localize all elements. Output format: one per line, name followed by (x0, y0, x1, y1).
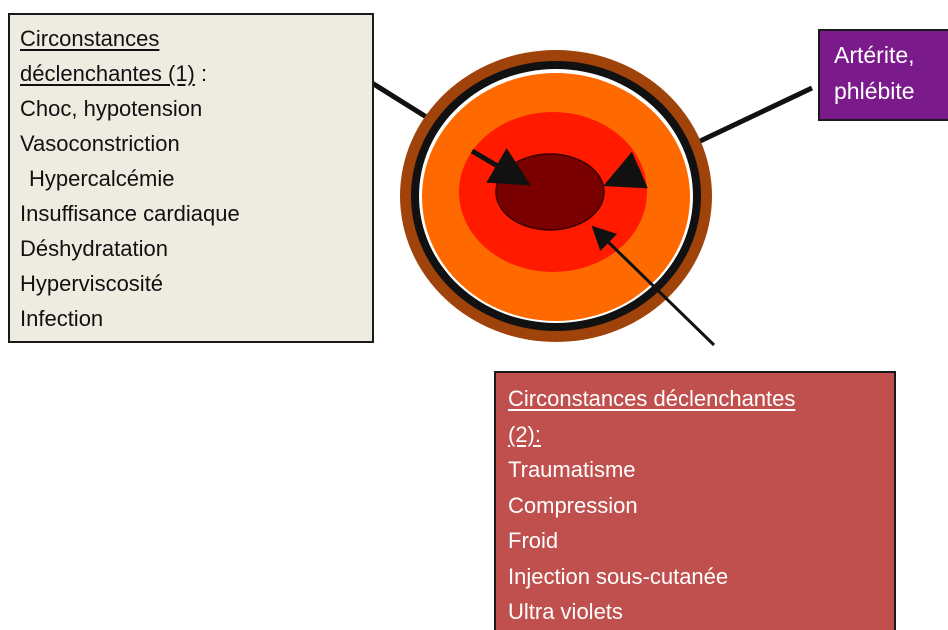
arteritis-box: Artérite, phlébite (818, 29, 948, 121)
triggers-1-item: Hyperviscosité (20, 266, 362, 301)
triggers-2-title-line1: Circonstances déclenchantes (508, 381, 882, 417)
triggers-2-item: Froid (508, 523, 882, 559)
triggers-1-title-line1: Circonstances (20, 21, 362, 56)
arteritis-line1: Artérite, (834, 37, 948, 73)
triggers-1-item: Infection (20, 301, 362, 336)
triggers-1-title-line2: déclenchantes (1) (20, 61, 195, 86)
triggers-1-item: Choc, hypotension (20, 91, 362, 126)
triggers-box-2: Circonstances déclenchantes (2): Traumat… (494, 371, 896, 630)
triggers-box-1: Circonstances déclenchantes (1) : Choc, … (8, 13, 374, 343)
triggers-2-title-line2: (2): (508, 417, 882, 453)
triggers-1-item: Hypercalcémie (20, 161, 362, 196)
triggers-1-item: Insuffisance cardiaque (20, 196, 362, 231)
triggers-2-item: Injection sous-cutanée (508, 559, 882, 595)
triggers-1-title-suffix: : (195, 61, 207, 86)
triggers-1-title-line2-wrap: déclenchantes (1) : (20, 56, 362, 91)
triggers-1-item: Déshydratation (20, 231, 362, 266)
triggers-2-item: Compression (508, 488, 882, 524)
triggers-2-item: Ultra violets (508, 594, 882, 630)
arteritis-line2: phlébite (834, 73, 948, 109)
triggers-1-item: Vasoconstriction (20, 126, 362, 161)
triggers-2-item: Traumatisme (508, 452, 882, 488)
core-zone (496, 154, 604, 230)
